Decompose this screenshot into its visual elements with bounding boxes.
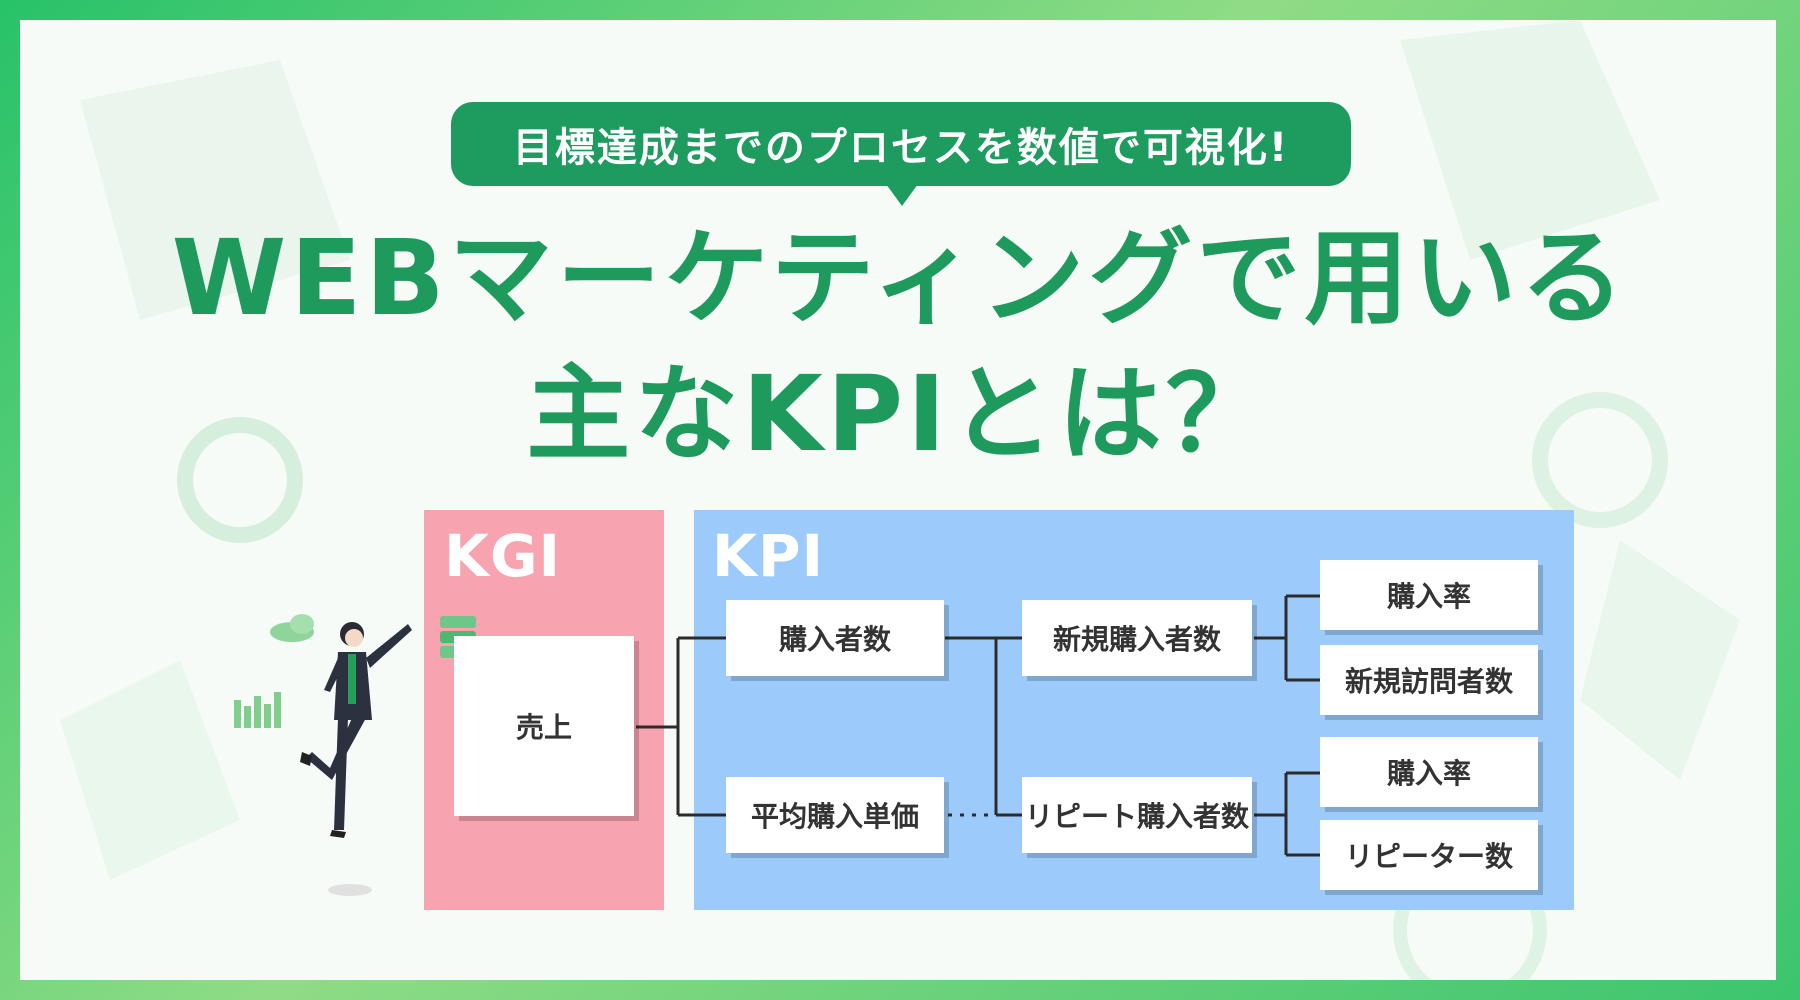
kgi-box-sales: 売上 bbox=[454, 636, 634, 816]
kpi-box-purchase-rate-new: 購入率 bbox=[1320, 560, 1538, 630]
cloud-icon bbox=[270, 614, 314, 642]
title-line-2: 主なKPIとは？ bbox=[526, 353, 1274, 475]
kpi-box-repeaters: リピーター数 bbox=[1320, 820, 1538, 890]
background-decoration bbox=[60, 20, 1740, 980]
kpi-box-new-buyers: 新規購入者数 bbox=[1022, 600, 1252, 676]
person-icon bbox=[300, 622, 412, 838]
kpi-box-new-visitors: 新規訪問者数 bbox=[1320, 645, 1538, 715]
bar-graph-icon bbox=[234, 692, 281, 728]
bubble-tail bbox=[886, 184, 918, 206]
kpi-box-purchase-rate-repeat: 購入率 bbox=[1320, 737, 1538, 807]
kpi-box-repeat-buyers: リピート購入者数 bbox=[1022, 777, 1252, 853]
title-line-1: WEBマーケティングで用いる bbox=[171, 217, 1629, 339]
kpi-box-buyers: 購入者数 bbox=[726, 600, 944, 676]
businesswoman-illustration bbox=[234, 614, 412, 896]
kpi-box-avg-price: 平均購入単価 bbox=[726, 777, 944, 853]
kgi-label: KGI bbox=[444, 522, 562, 590]
kpi-label: KPI bbox=[712, 522, 825, 590]
subtitle-bubble: 目標達成までのプロセスを数値で可視化! bbox=[451, 102, 1351, 186]
